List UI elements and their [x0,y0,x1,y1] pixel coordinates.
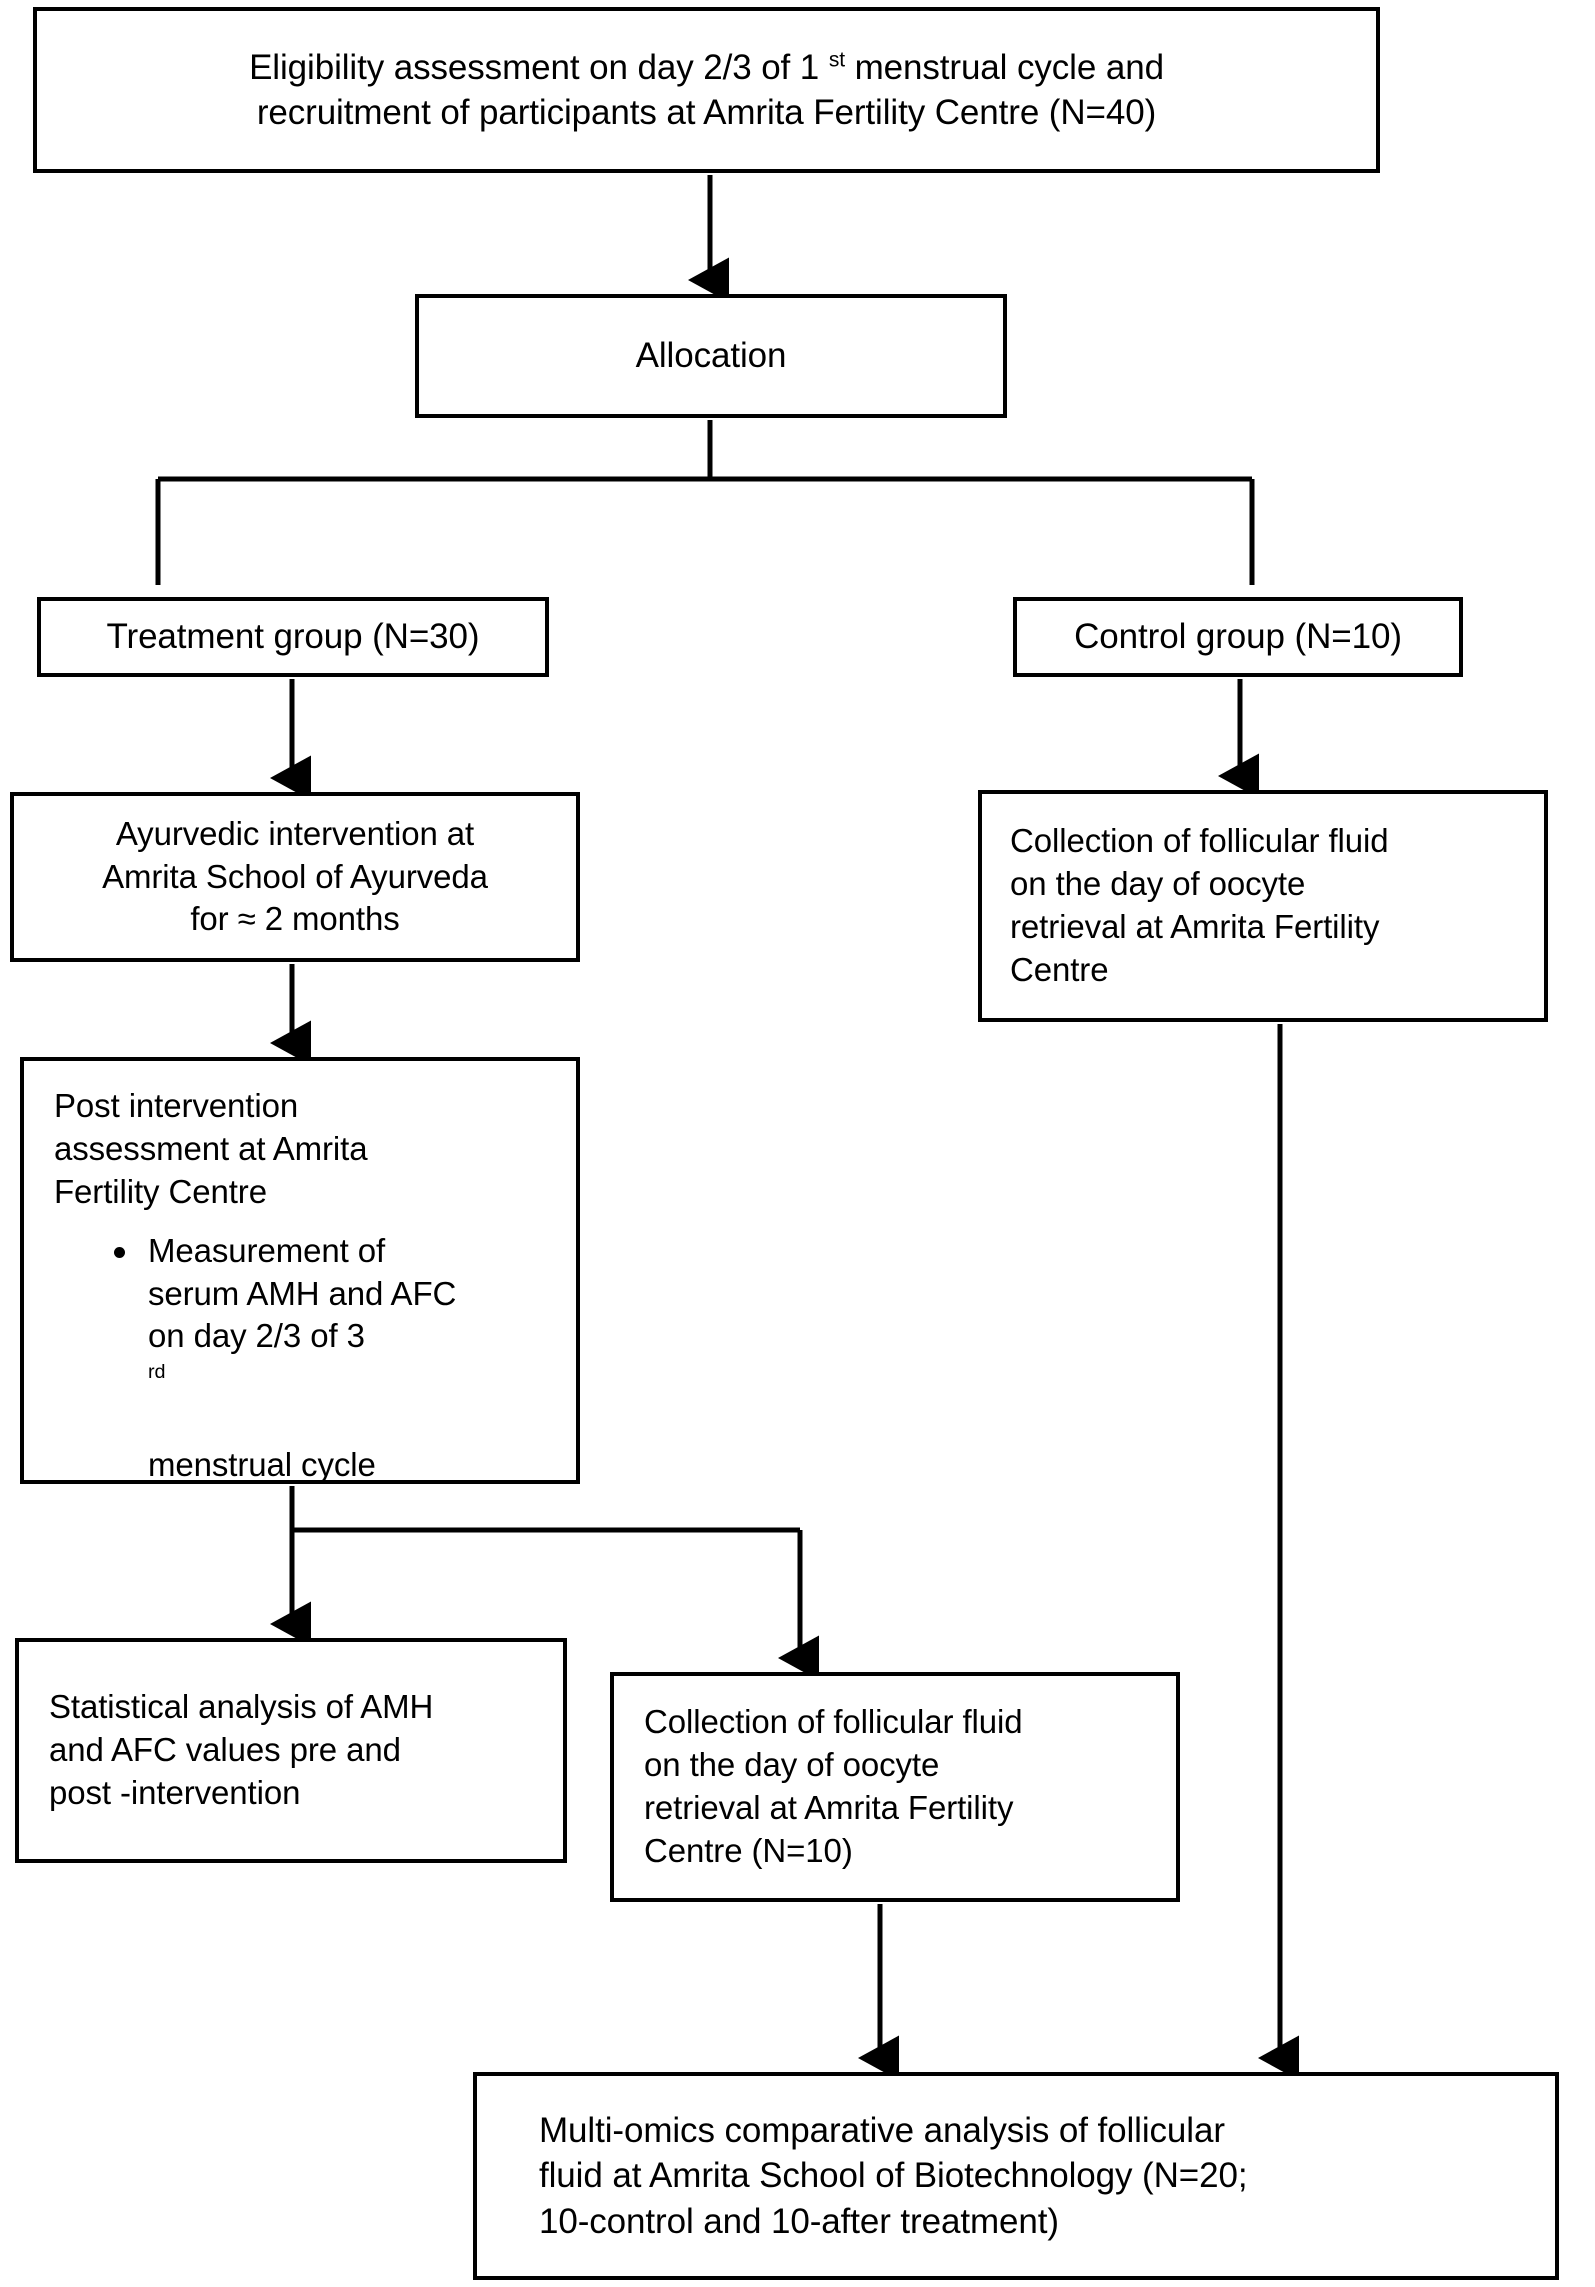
node-treatment-follicular-fluid-collection: Collection of follicular fluid on the da… [610,1672,1180,1902]
post-intervention-bullet-list: Measurement of serum AMH and AFC on day … [54,1230,456,1487]
node-ayurvedic-line3: for ≈ 2 months [190,900,400,938]
node-control-collection-text: Collection of follicular fluid on the da… [1010,822,1389,988]
node-ayurvedic-intervention: Ayurvedic intervention at Amrita School … [10,792,580,962]
edge-post-intervention-split [270,1486,820,1681]
node-treatment-collection-text: Collection of follicular fluid on the da… [644,1703,1023,1869]
node-eligibility-assessment: Eligibility assessment on day 2/3 of 1 s… [33,7,1380,173]
bullet-item-measurement: Measurement of serum AMH and AFC on day … [110,1230,456,1487]
bullet-dot-icon [114,1246,125,1258]
node-treatment-group-label: Treatment group (N=30) [106,617,480,657]
node-ayurvedic-line1: Ayurvedic intervention at [115,814,475,852]
node-multiomics-analysis: Multi-omics comparative analysis of foll… [473,2072,1559,2280]
node-control-group: Control group (N=10) [1013,597,1463,677]
node-post-intervention-assessment: Post intervention assessment at Amrita F… [20,1057,580,1484]
node-eligibility-text: Eligibility assessment on day 2/3 of 1 s… [249,47,1164,133]
node-allocation-label: Allocation [635,336,787,376]
ordinal-suffix-st: st [828,47,845,71]
node-treatment-group: Treatment group (N=30) [37,597,549,677]
node-control-follicular-fluid-collection: Collection of follicular fluid on the da… [978,790,1548,1022]
bullet-measurement-post: menstrual cycle [148,1446,376,1484]
node-allocation: Allocation [415,294,1007,418]
node-statistical-analysis: Statistical analysis of AMH and AFC valu… [15,1638,567,1863]
bullet-measurement-pre: Measurement of serum AMH and AFC on day … [148,1231,457,1355]
edge-allocation-split [155,420,1255,585]
node-post-intervention-heading: Post intervention assessment at Amrita F… [54,1087,368,1210]
ordinal-suffix-rd: rd [148,1361,166,1384]
node-control-group-label: Control group (N=10) [1074,617,1402,657]
node-multiomics-text: Multi-omics comparative analysis of foll… [539,2110,1248,2241]
node-ayurvedic-line2: Amrita School of Ayurveda [102,857,488,895]
node-statistical-text: Statistical analysis of AMH and AFC valu… [49,1688,434,1811]
